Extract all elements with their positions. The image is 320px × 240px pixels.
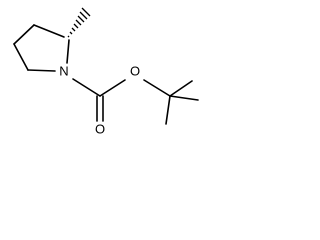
bond-o-tbutyl-c — [143, 79, 171, 97]
ring-bond-c3-c4 — [13, 24, 35, 45]
ring-bond-n-c2 — [66, 39, 70, 64]
atom-label-ester-oxygen: O — [130, 63, 140, 78]
bond-n-carbonyl-c — [72, 78, 101, 97]
molecule-diagram: N O O — [0, 0, 210, 142]
bond-carbonyl-c-o — [99, 79, 126, 97]
ring-bond-c2-c3 — [33, 24, 65, 38]
ring-bond-c4-c5 — [13, 43, 29, 71]
atom-label-nitrogen: N — [59, 63, 68, 78]
bond-tbutyl-methyl-down — [165, 95, 171, 125]
bond-tbutyl-methyl-up — [169, 80, 193, 97]
structure-canvas: N O O — [13, 7, 199, 136]
atom-label-carbonyl-oxygen: O — [95, 121, 105, 136]
ring-bond-c5-n — [27, 69, 56, 72]
hashed-wedge-methyl — [67, 7, 91, 38]
bond-tbutyl-methyl-right — [169, 95, 199, 101]
